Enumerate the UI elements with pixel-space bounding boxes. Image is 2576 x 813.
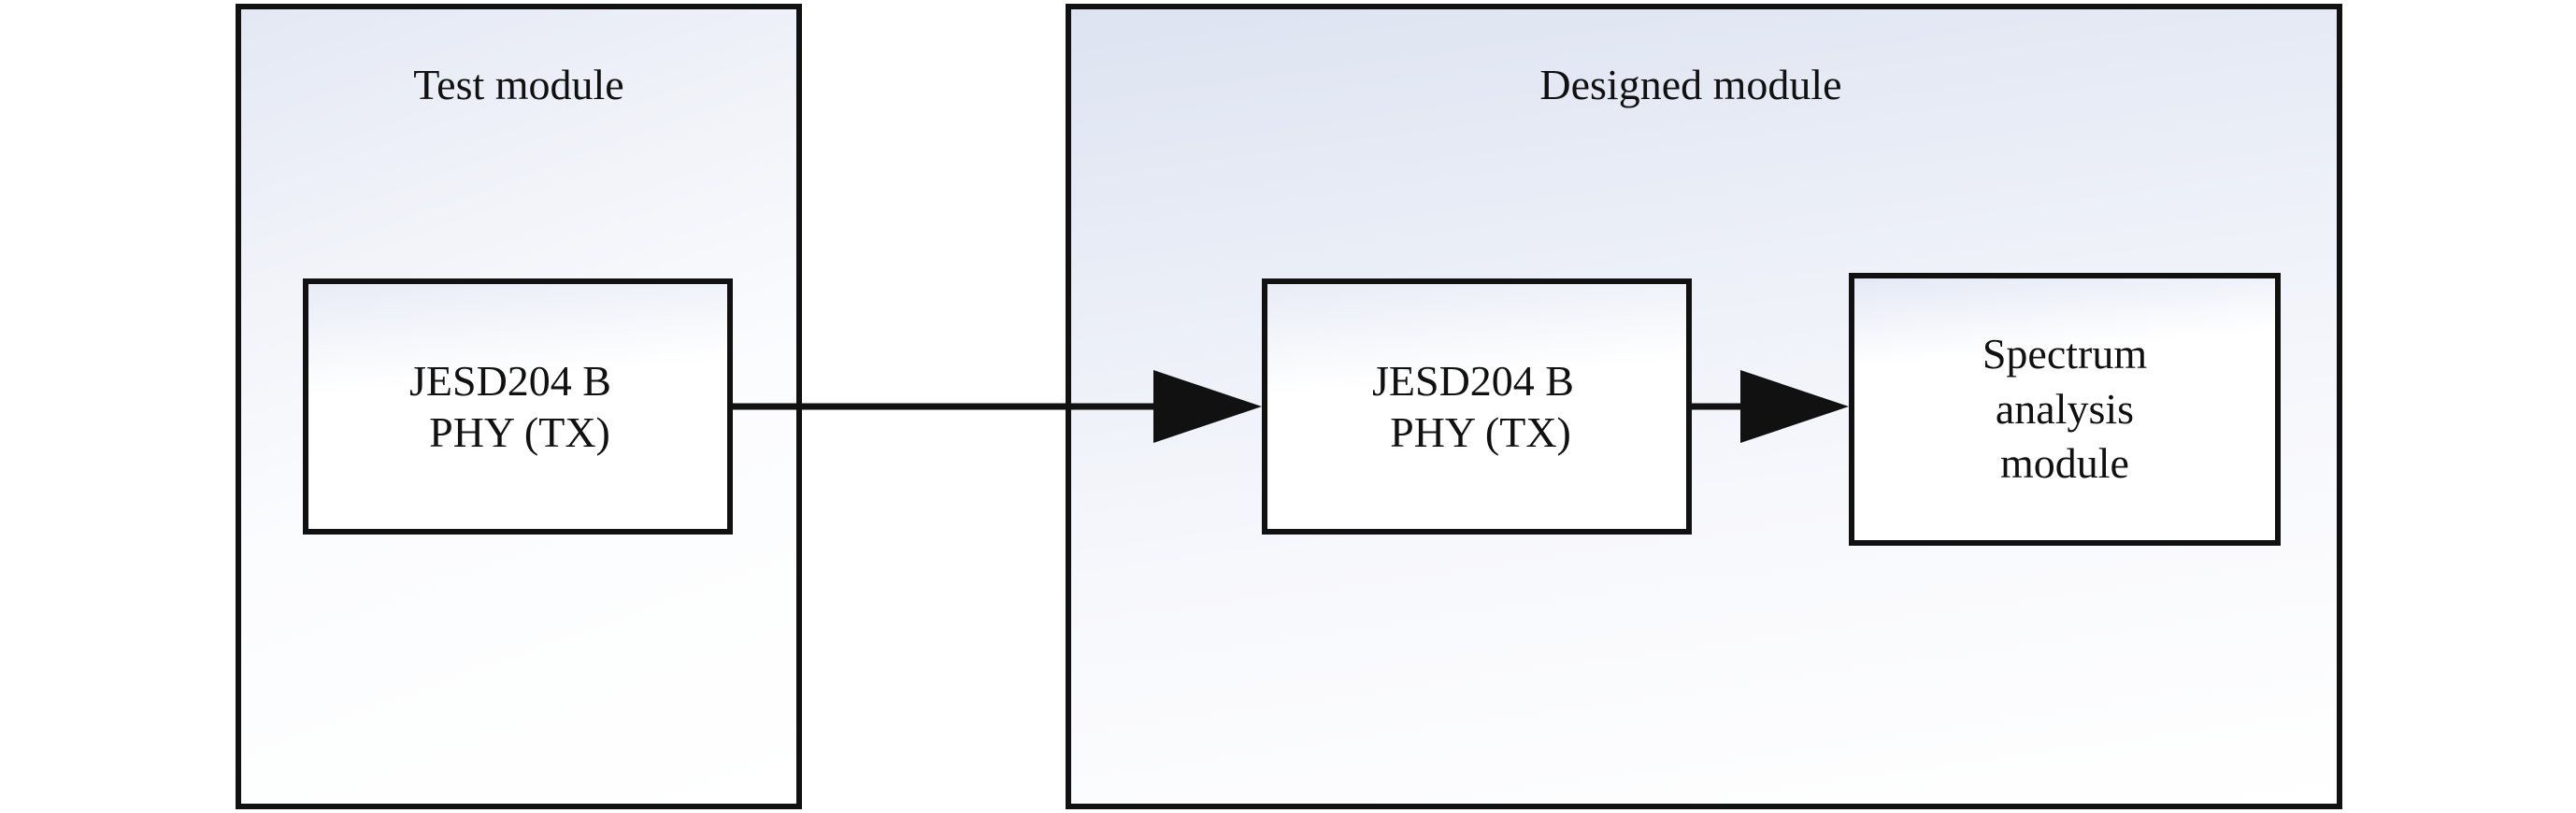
block-label-line: JESD204 B: [1372, 356, 1574, 405]
designed-module-title: Designed module: [1539, 61, 1842, 108]
block-label-line: JESD204 B: [409, 356, 611, 405]
spectrum-analysis-module-block: Spectrum analysis module: [1849, 273, 2281, 546]
arrow-head-icon: [1153, 370, 1262, 443]
block-label-line: PHY (TX): [1390, 408, 1571, 456]
block-label-line: analysis: [1995, 384, 2135, 433]
test-module-title: Test module: [413, 61, 624, 108]
block-label-line: module: [2000, 439, 2129, 488]
designed-jesd204b-phy-tx-block: JESD204 B PHY (TX): [1262, 278, 1692, 535]
arrow-head-icon: [1740, 370, 1849, 443]
test-jesd204b-phy-tx-block: JESD204 B PHY (TX): [303, 278, 733, 535]
block-label-line: Spectrum: [1982, 329, 2148, 378]
block-label-line: PHY (TX): [429, 408, 610, 456]
